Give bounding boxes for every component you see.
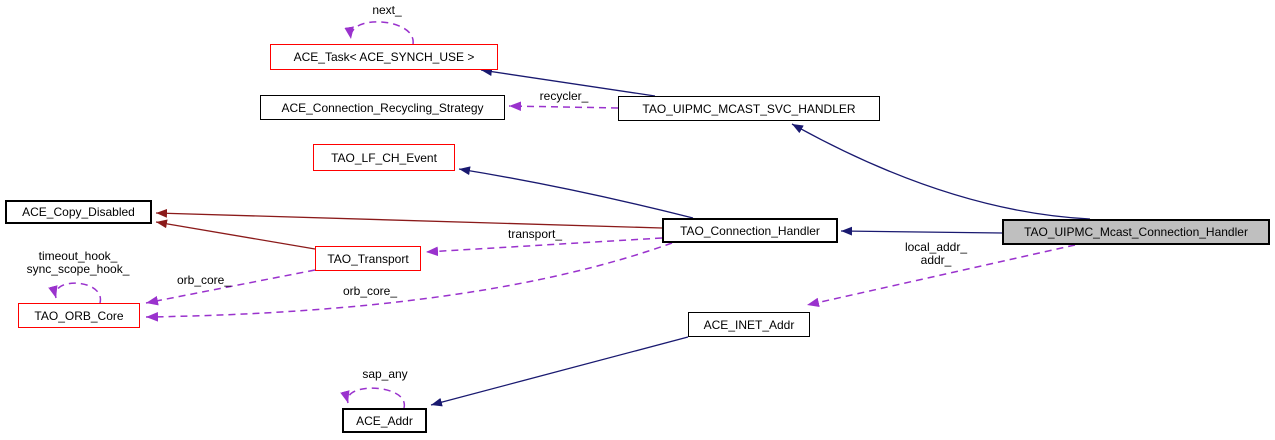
node-ace-addr[interactable]: ACE_Addr (342, 408, 427, 433)
edge-label-sap-any: sap_any (362, 367, 408, 381)
node-orb-core[interactable]: TAO_ORB_Core (18, 303, 140, 328)
node-label: TAO_ORB_Core (34, 308, 124, 323)
edge-usage-self-loop-sap-any (340, 387, 405, 409)
edge-inherit-mcast-handler-to-connection-handler (840, 226, 1003, 236)
edge-inherit-mcast-handler-to-svc-handler (791, 123, 1091, 220)
node-connection-recycling-strategy[interactable]: ACE_Connection_Recycling_Strategy (260, 95, 505, 120)
node-label: ACE_Task< ACE_SYNCH_USE > (293, 50, 475, 64)
node-connection-handler[interactable]: TAO_Connection_Handler (662, 218, 838, 243)
edge-inherit-svc-handler-to-ace-task (480, 67, 656, 97)
edge-label-sync-scope-hook: sync_scope_hook_ (26, 262, 130, 276)
node-label: TAO_Transport (327, 251, 409, 266)
edge-inherit-connection-handler-to-lf-ch-event (458, 166, 694, 219)
edge-usage-orb-core-from-connection-handler (145, 242, 673, 322)
node-label: TAO_LF_CH_Event (331, 150, 437, 165)
node-uipmc-mcast-svc-handler[interactable]: TAO_UIPMC_MCAST_SVC_HANDLER (618, 96, 880, 121)
edge-usage-recycler (508, 101, 619, 112)
edge-label-orb-core-from-handler: orb_core_ (342, 284, 398, 298)
edge-label-addr-line2: addr_ (920, 253, 952, 267)
edge-inherit-inet-addr-to-ace-addr (430, 336, 689, 407)
edge-usage-orb-core-from-transport (145, 269, 316, 306)
edge-usage-self-loop-next (344, 21, 414, 45)
node-label: ACE_Copy_Disabled (22, 205, 135, 219)
node-inet-addr[interactable]: ACE_INET_Addr (688, 312, 810, 337)
node-uipmc-mcast-connection-handler: TAO_UIPMC_Mcast_Connection_Handler (1002, 219, 1270, 245)
node-label: TAO_UIPMC_Mcast_Connection_Handler (1024, 225, 1248, 239)
edge-usage-local-addr (806, 244, 1076, 308)
edge-label-recycler: recycler_ (539, 89, 589, 103)
edge-usage-transport (425, 237, 663, 257)
node-label: ACE_Addr (356, 413, 413, 428)
edge-label-local-addr: local_addr_ addr_ (880, 241, 992, 267)
edge-private-inherit-transport-to-copy-disabled (155, 219, 316, 250)
edge-label-hooks: timeout_hook_ sync_scope_hook_ (8, 250, 148, 276)
node-transport[interactable]: TAO_Transport (315, 246, 421, 271)
edge-label-orb-core-from-transport: orb_core_ (176, 273, 232, 287)
node-label: TAO_Connection_Handler (680, 223, 820, 238)
edge-label-timeout-hook: timeout_hook_ (38, 249, 118, 263)
edge-private-inherit-connection-handler-to-copy-disabled (155, 208, 663, 229)
edge-label-local-addr-line1: local_addr_ (904, 240, 968, 254)
node-label: TAO_UIPMC_MCAST_SVC_HANDLER (642, 101, 856, 116)
edge-label-transport: transport_ (507, 227, 563, 241)
node-lf-ch-event[interactable]: TAO_LF_CH_Event (313, 144, 455, 171)
node-label: ACE_Connection_Recycling_Strategy (281, 100, 484, 115)
node-copy-disabled[interactable]: ACE_Copy_Disabled (5, 200, 152, 224)
node-ace-task[interactable]: ACE_Task< ACE_SYNCH_USE > (270, 44, 498, 70)
node-label: ACE_INET_Addr (703, 317, 795, 332)
edge-label-next: next_ (372, 3, 402, 17)
edge-usage-self-loop-hooks (48, 282, 101, 304)
